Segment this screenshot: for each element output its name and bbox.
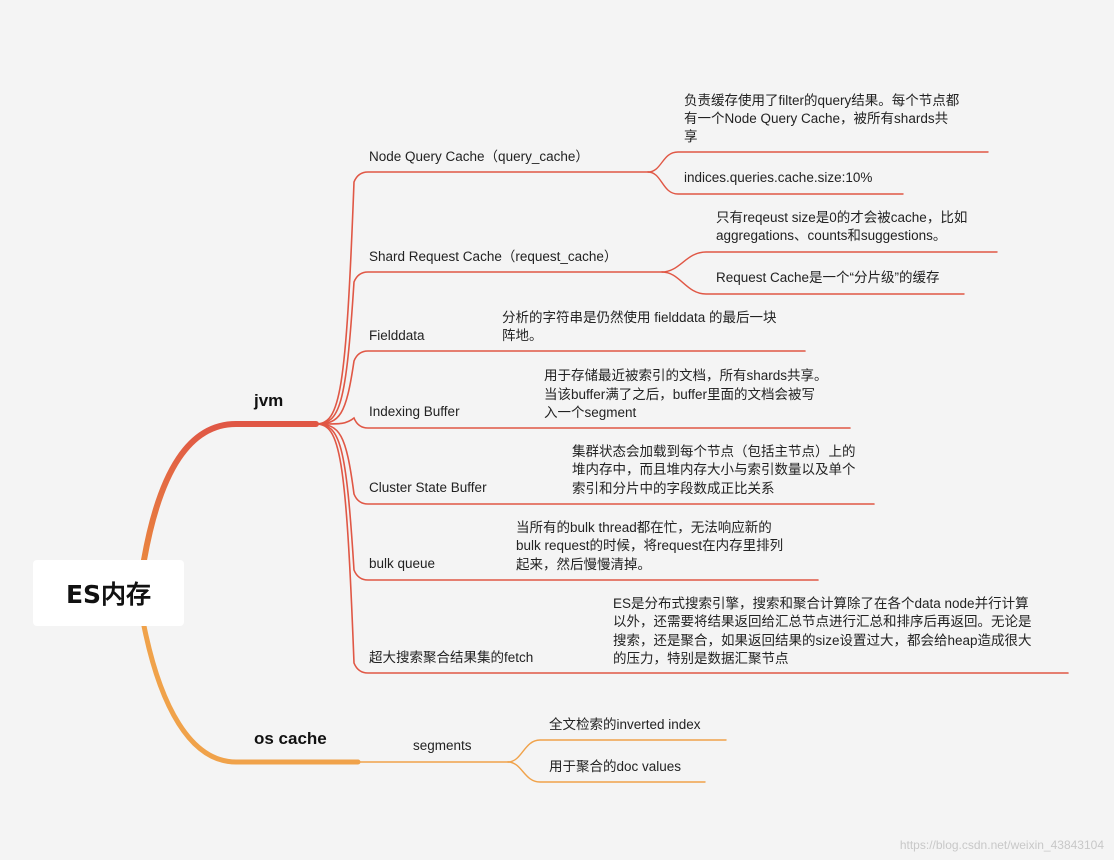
branch-jvm[interactable]: jvm [254, 391, 284, 410]
shard-request-cache-note-2: Request Cache是一个“分片级”的缓存 [716, 270, 940, 285]
segments-note-inverted-index: 全文检索的inverted index [549, 717, 701, 732]
connector-shard-request-cache-note-2 [661, 271, 965, 295]
node-query-cache[interactable]: Node Query Cache（query_cache） [369, 149, 589, 164]
large-aggregation-fetch-note-line-2: 以外，还需要将结果返回给汇总节点进行汇总和排序后再返回。无论是 [613, 614, 1032, 629]
node-query-cache-note-1-line-1: 负责缓存使用了filter的query结果。每个节点都 [684, 93, 960, 108]
branch-os-cache[interactable]: os cache [254, 729, 327, 748]
shard-request-cache[interactable]: Shard Request Cache（request_cache） [369, 249, 618, 264]
connector-root-os-cache [141, 623, 361, 765]
cluster-state-buffer-note-line-1: 集群状态会加载到每个节点（包括主节点）上的 [572, 444, 856, 459]
connector-jvm-cluster-state-buffer [315, 423, 875, 505]
connector-node-query-cache-note-2 [647, 171, 904, 195]
connector-jvm-bulk-queue [315, 423, 819, 581]
connector-jvm-large-aggregation-fetch [315, 423, 1069, 674]
indexing-buffer[interactable]: Indexing Buffer [369, 404, 460, 419]
large-aggregation-fetch-note-line-4: 的压力，特别是数据汇聚节点 [613, 651, 789, 666]
bulk-queue-note-line-3: 起来，然后慢慢清掉。 [516, 557, 651, 572]
connector-jvm-shard-request-cache [315, 271, 663, 425]
bulk-queue[interactable]: bulk queue [369, 556, 436, 571]
cluster-state-buffer[interactable]: Cluster State Buffer [369, 480, 487, 495]
fielddata-note-line-2: 阵地。 [502, 328, 543, 343]
fielddata[interactable]: Fielddata [369, 328, 425, 343]
large-aggregation-fetch[interactable]: 超大搜索聚合结果集的fetch [369, 650, 534, 665]
node-query-cache-note-2: indices.queries.cache.size:10% [684, 170, 873, 185]
connector-segments-inverted-index [507, 739, 727, 763]
shard-request-cache-note-1-line-2: aggregations、counts和suggestions。 [716, 228, 947, 243]
indexing-buffer-note-line-1: 用于存储最近被索引的文档，所有shards共享。 [544, 368, 828, 383]
root-node[interactable]: ES内存 [33, 560, 184, 626]
segments[interactable]: segments [413, 738, 472, 753]
segments-note-doc-values: 用于聚合的doc values [549, 759, 682, 774]
indexing-buffer-note-line-2: 当该buffer满了之后，buffer里面的文档会被写 [544, 387, 816, 402]
watermark: https://blog.csdn.net/weixin_43843104 [899, 838, 1104, 852]
bulk-queue-note-line-2: bulk request的时候，将request在内存里排列 [516, 538, 784, 553]
connector-node-query-cache-note-1 [647, 151, 989, 173]
large-aggregation-fetch-note-line-3: 搜索，还是聚合，如果返回结果的size设置过大，都会给heap造成很大 [613, 633, 1032, 648]
connector-shard-request-cache-note-1 [661, 251, 998, 273]
shard-request-cache-note-1-line-1: 只有reqeust size是0的才会被cache，比如 [716, 210, 968, 225]
connector-root-jvm [141, 421, 319, 563]
bulk-queue-note-line-1: 当所有的bulk thread都在忙，无法响应新的 [516, 520, 772, 535]
connector-jvm-fielddata [315, 350, 806, 425]
large-aggregation-fetch-note-line-1: ES是分布式搜索引擎，搜索和聚合计算除了在各个data node并行计算 [613, 596, 1029, 611]
cluster-state-buffer-note-line-3: 索引和分片中的字段数成正比关系 [572, 481, 775, 496]
indexing-buffer-note-line-3: 入一个segment [544, 405, 637, 420]
node-query-cache-note-1-line-3: 享 [684, 129, 698, 144]
connector-jvm-indexing-buffer [315, 416, 851, 429]
cluster-state-buffer-note-line-2: 堆内存中，而且堆内存大小与索引数量以及单个 [572, 462, 856, 477]
fielddata-note-line-1: 分析的字符串是仍然使用 fielddata 的最后一块 [502, 310, 777, 325]
connector-segments-doc-values [507, 761, 706, 783]
connector-jvm-node-query-cache [315, 171, 649, 425]
node-query-cache-note-1-line-2: 有一个Node Query Cache，被所有shards共 [684, 111, 949, 126]
